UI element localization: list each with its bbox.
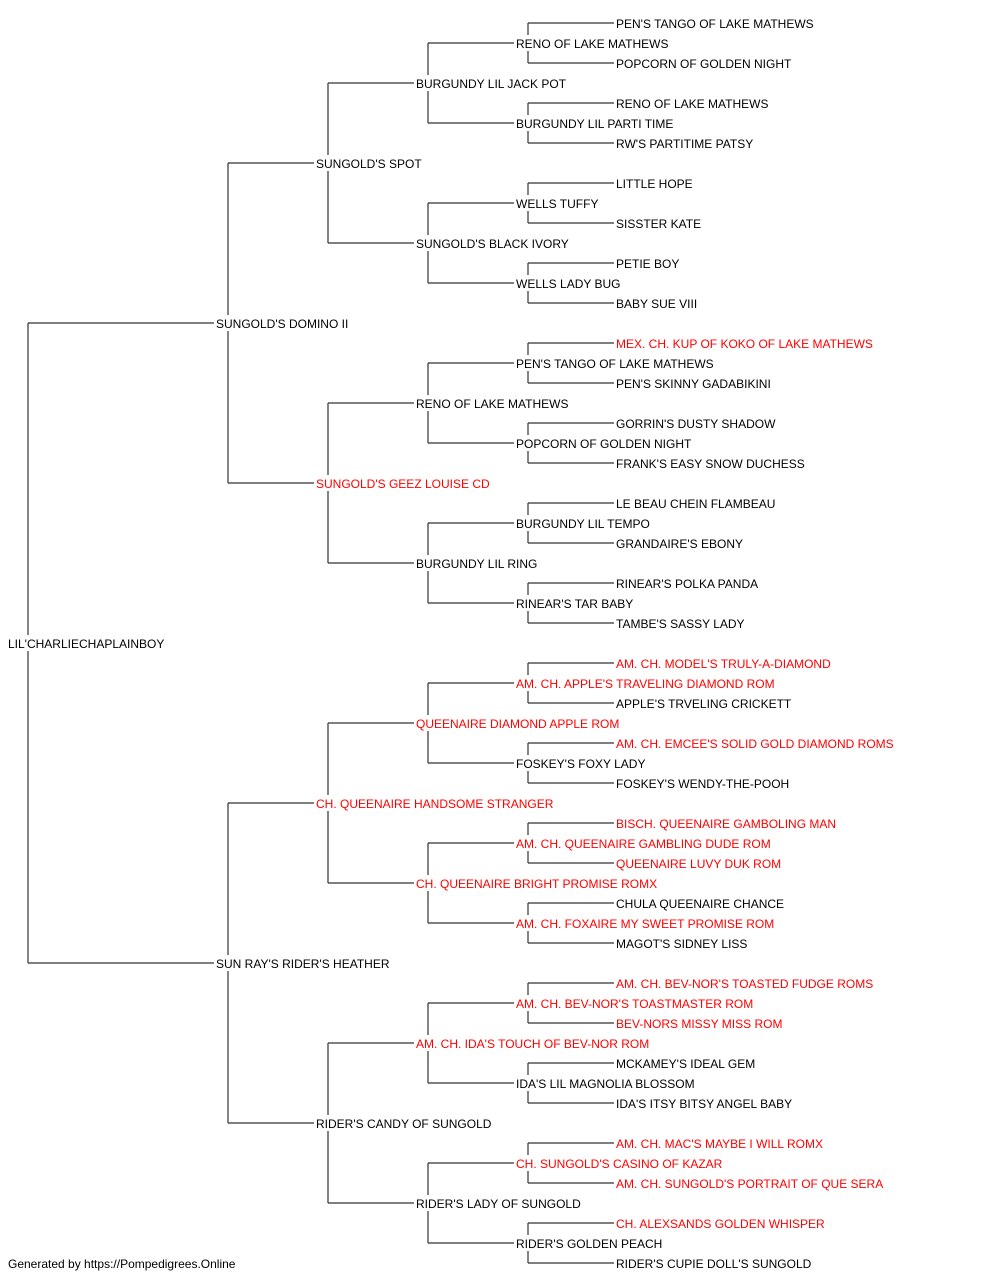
pedigree-name: AM. CH. MODEL'S TRULY-A-DIAMOND — [616, 657, 831, 671]
pedigree-name: AM. CH. IDA'S TOUCH OF BEV-NOR ROM — [416, 1037, 649, 1051]
pedigree-name: AM. CH. BEV-NOR'S TOASTMASTER ROM — [516, 997, 753, 1011]
pedigree-name: RENO OF LAKE MATHEWS — [616, 97, 768, 111]
pedigree-name: FRANK'S EASY SNOW DUCHESS — [616, 457, 805, 471]
pedigree-name: RENO OF LAKE MATHEWS — [516, 37, 668, 51]
pedigree-name: QUEENAIRE LUVY DUK ROM — [616, 857, 781, 871]
pedigree-name: POPCORN OF GOLDEN NIGHT — [516, 437, 692, 451]
pedigree-name: CH. ALEXSANDS GOLDEN WHISPER — [616, 1217, 825, 1231]
pedigree-name: CH. QUEENAIRE HANDSOME STRANGER — [316, 797, 554, 811]
pedigree-name: BURGUNDY LIL TEMPO — [516, 517, 650, 531]
pedigree-name: AM. CH. QUEENAIRE GAMBLING DUDE ROM — [516, 837, 771, 851]
pedigree-name: AM. CH. BEV-NOR'S TOASTED FUDGE ROMS — [616, 977, 873, 991]
pedigree-name: BURGUNDY LIL RING — [416, 557, 537, 571]
pedigree-name: PEN'S TANGO OF LAKE MATHEWS — [616, 17, 814, 31]
pedigree-name: BEV-NORS MISSY MISS ROM — [616, 1017, 782, 1031]
pedigree-name: POPCORN OF GOLDEN NIGHT — [616, 57, 792, 71]
pedigree-name: PEN'S TANGO OF LAKE MATHEWS — [516, 357, 714, 371]
pedigree-name: GORRIN'S DUSTY SHADOW — [616, 417, 776, 431]
pedigree-name: SUNGOLD'S SPOT — [316, 157, 422, 171]
pedigree-name: BURGUNDY LIL JACK POT — [416, 77, 567, 91]
pedigree-name: RIDER'S GOLDEN PEACH — [516, 1237, 662, 1251]
pedigree-name: MAGOT'S SIDNEY LISS — [616, 937, 747, 951]
pedigree-name: RIDER'S LADY OF SUNGOLD — [416, 1197, 581, 1211]
pedigree-name: AM. CH. FOXAIRE MY SWEET PROMISE ROM — [516, 917, 774, 931]
pedigree-name: RINEAR'S POLKA PANDA — [616, 577, 758, 591]
pedigree-name: RIDER'S CANDY OF SUNGOLD — [316, 1117, 492, 1131]
pedigree-name: LE BEAU CHEIN FLAMBEAU — [616, 497, 775, 511]
pedigree-name: RIDER'S CUPIE DOLL'S SUNGOLD — [616, 1257, 812, 1271]
pedigree-name: GRANDAIRE'S EBONY — [616, 537, 743, 551]
pedigree-name: IDA'S ITSY BITSY ANGEL BABY — [616, 1097, 792, 1111]
pedigree-name: AM. CH. MAC'S MAYBE I WILL ROMX — [616, 1137, 823, 1151]
pedigree-name: APPLE'S TRVELING CRICKETT — [616, 697, 792, 711]
pedigree-name: AM. CH. SUNGOLD'S PORTRAIT OF QUE SERA — [616, 1177, 883, 1191]
pedigree-name: BURGUNDY LIL PARTI TIME — [516, 117, 673, 131]
pedigree-name: SISSTER KATE — [616, 217, 701, 231]
pedigree-name: RINEAR'S TAR BABY — [516, 597, 633, 611]
pedigree-name: PETIE BOY — [616, 257, 679, 271]
pedigree-name: CHULA QUEENAIRE CHANCE — [616, 897, 784, 911]
pedigree-name: FOSKEY'S FOXY LADY — [516, 757, 645, 771]
pedigree-name: TAMBE'S SASSY LADY — [616, 617, 745, 631]
pedigree-name: MCKAMEY'S IDEAL GEM — [616, 1057, 755, 1071]
pedigree-name: WELLS LADY BUG — [516, 277, 620, 291]
pedigree-name: RW'S PARTITIME PATSY — [616, 137, 753, 151]
pedigree-name: IDA'S LIL MAGNOLIA BLOSSOM — [516, 1077, 695, 1091]
pedigree-name: SUN RAY'S RIDER'S HEATHER — [216, 957, 390, 971]
pedigree-name: LIL'CHARLIECHAPLAINBOY — [8, 637, 164, 651]
pedigree-name: SUNGOLD'S GEEZ LOUISE CD — [316, 477, 490, 491]
footer-credit: Generated by https://Pompedigrees.Online — [8, 1257, 236, 1271]
pedigree-name: SUNGOLD'S DOMINO II — [216, 317, 348, 331]
pedigree-name: BISCH. QUEENAIRE GAMBOLING MAN — [616, 817, 836, 831]
pedigree-name: CH. SUNGOLD'S CASINO OF KAZAR — [516, 1157, 723, 1171]
pedigree-name: MEX. CH. KUP OF KOKO OF LAKE MATHEWS — [616, 337, 873, 351]
pedigree-name: PEN'S SKINNY GADABIKINI — [616, 377, 771, 391]
pedigree-name: FOSKEY'S WENDY-THE-POOH — [616, 777, 789, 791]
pedigree-name: SUNGOLD'S BLACK IVORY — [416, 237, 569, 251]
pedigree-name: LITTLE HOPE — [616, 177, 693, 191]
pedigree-name: RENO OF LAKE MATHEWS — [416, 397, 568, 411]
pedigree-name: AM. CH. APPLE'S TRAVELING DIAMOND ROM — [516, 677, 775, 691]
pedigree-name: WELLS TUFFY — [516, 197, 598, 211]
pedigree-name: QUEENAIRE DIAMOND APPLE ROM — [416, 717, 619, 731]
pedigree-name: BABY SUE VIII — [616, 297, 697, 311]
pedigree-name: CH. QUEENAIRE BRIGHT PROMISE ROMX — [416, 877, 657, 891]
pedigree-name: AM. CH. EMCEE'S SOLID GOLD DIAMOND ROMS — [616, 737, 894, 751]
